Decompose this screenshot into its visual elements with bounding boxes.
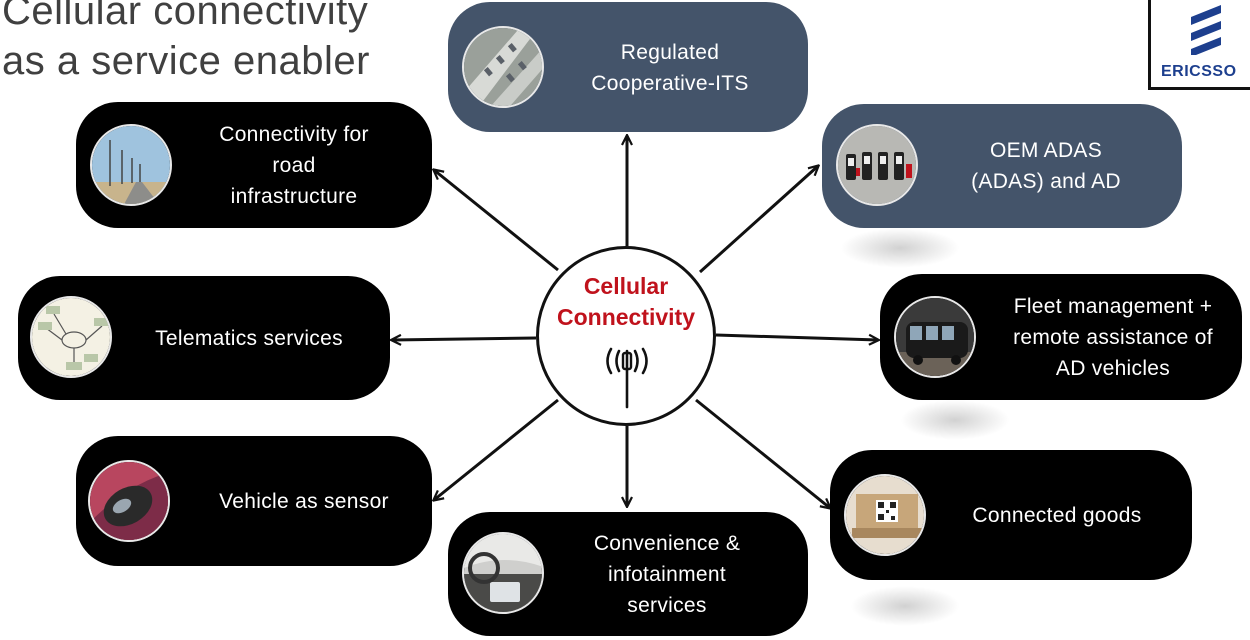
- node-convenience-infotainment: Convenience & infotainment services: [448, 512, 808, 636]
- cars-lineup-photo-icon: [836, 124, 918, 206]
- pallet-qr-photo-icon: [844, 474, 926, 556]
- telematics-diagram-photo-icon: [30, 296, 112, 378]
- bus-photo-icon: [894, 296, 976, 378]
- car-dashboard-photo-icon: [462, 532, 544, 614]
- node-label: Fleet management + remote assistance of …: [1013, 294, 1213, 380]
- node-label: Regulated Cooperative-ITS: [591, 41, 749, 95]
- node-telematics: Telematics services: [18, 276, 390, 400]
- arrow-to-oem-adas: [698, 166, 818, 274]
- ericsson-logo: ERICSSO: [1148, 0, 1250, 90]
- arrow-to-telematics: [392, 338, 537, 340]
- node-connected-goods: Connected goods: [830, 450, 1192, 580]
- node-label: Convenience & infotainment services: [593, 531, 741, 617]
- node-road-infrastructure: Connectivity for road infrastructure: [76, 102, 432, 228]
- node-label: Vehicle as sensor: [219, 489, 389, 513]
- arrow-to-road-infrastructure: [434, 170, 559, 272]
- node-label: Telematics services: [155, 326, 343, 350]
- arrow-to-fleet-management: [715, 333, 878, 340]
- node-regulated-c-its: Regulated Cooperative-ITS: [448, 2, 808, 132]
- arrow-to-vehicle-sensor: [434, 398, 559, 500]
- arrow-to-connected-goods: [695, 398, 830, 508]
- shadow: [840, 228, 960, 268]
- hub-title: Cellular Connectivity: [556, 273, 696, 330]
- node-fleet-management: Fleet management + remote assistance of …: [880, 274, 1242, 400]
- shadow: [850, 586, 960, 626]
- ericsson-mark-icon: [1191, 5, 1221, 55]
- node-label: Connectivity for road infrastructure: [219, 122, 369, 208]
- node-vehicle-as-sensor: Vehicle as sensor: [76, 436, 432, 566]
- slide-title: Cellular connectivity as a service enabl…: [2, 0, 370, 83]
- node-label: OEM ADAS (ADAS) and AD: [971, 139, 1121, 193]
- car-sensor-photo-icon: [88, 460, 170, 542]
- hub-cellular-connectivity: Cellular Connectivity: [536, 246, 716, 426]
- shadow: [900, 400, 1010, 440]
- antenna-icon: [606, 347, 648, 409]
- highway-traffic-photo-icon: [462, 26, 544, 108]
- road-lights-photo-icon: [90, 124, 172, 206]
- node-oem-adas: OEM ADAS (ADAS) and AD: [822, 104, 1182, 228]
- logo-wordmark: ERICSSO: [1161, 63, 1237, 80]
- node-label: Connected goods: [972, 503, 1142, 527]
